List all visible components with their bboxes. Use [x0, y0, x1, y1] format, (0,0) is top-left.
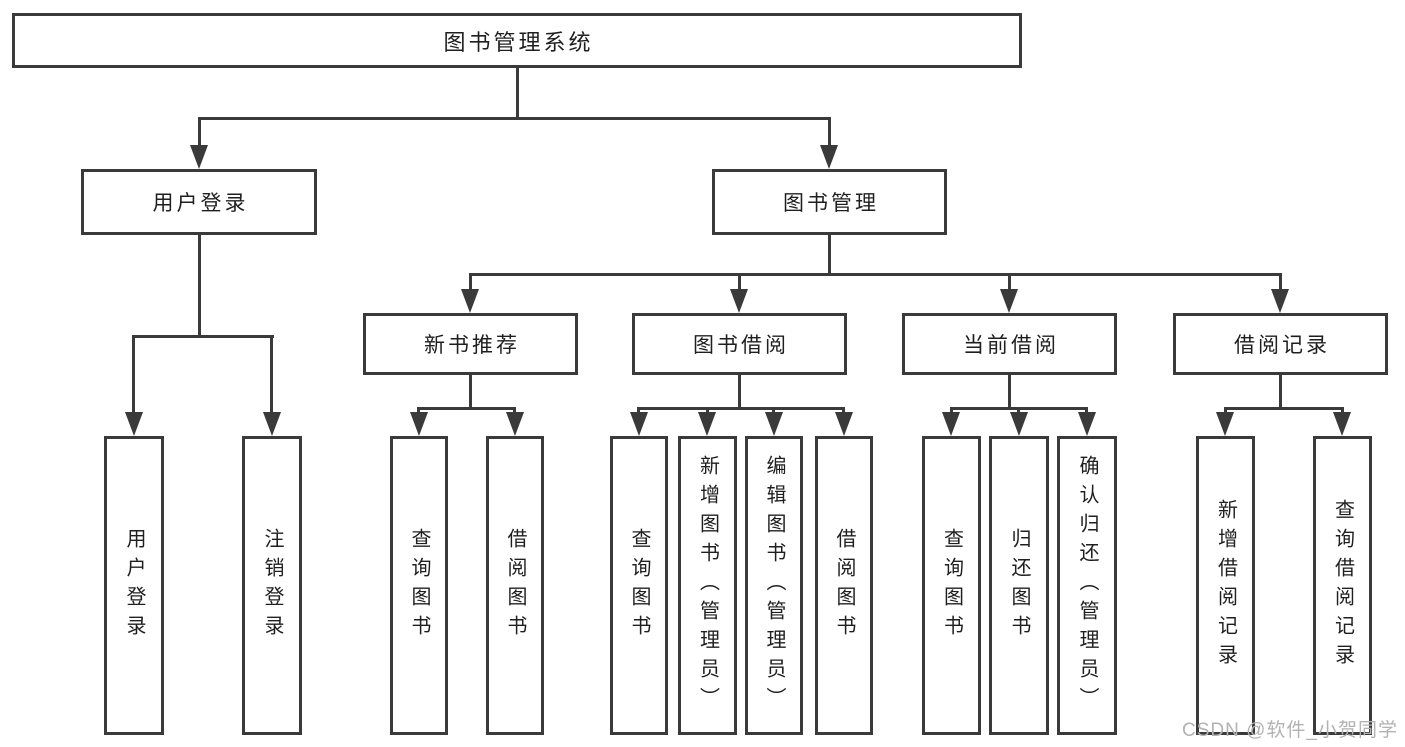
connector-leaf-stem	[637, 407, 640, 415]
node-logout: 注销登录	[242, 436, 302, 735]
connector-module-arrow-stem	[738, 273, 741, 291]
connector-recommend-group-line	[417, 407, 516, 410]
arrow-down-icon	[506, 412, 524, 436]
node-borrow-query-books: 查询图书	[610, 436, 668, 735]
connector-leaf-stem	[1017, 407, 1020, 415]
connector-records-drop	[1279, 375, 1282, 410]
arrow-down-icon	[1333, 412, 1351, 436]
node-records-add-record: 新增借阅记录	[1196, 436, 1255, 735]
connector-leaf-stem	[842, 407, 845, 415]
arrow-down-icon	[942, 412, 960, 436]
connector-module-arrow-stem	[469, 273, 472, 291]
arrow-down-icon	[461, 289, 479, 313]
node-recommend-query-books: 查询图书	[390, 436, 448, 735]
connector-level2-line	[198, 117, 831, 120]
node-library-system: 图书管理系统	[12, 13, 1022, 68]
node-records-query-record: 查询借阅记录	[1313, 436, 1372, 735]
connector-user-login-arrow-stem	[198, 117, 201, 147]
arrow-down-icon	[190, 145, 208, 169]
node-new-book-recommend: 新书推荐	[363, 313, 578, 375]
node-borrow-borrow-books: 借阅图书	[815, 436, 873, 735]
node-current-confirm-return: 确认归还（管理员）	[1057, 436, 1117, 735]
connector-login-leaf-stem	[132, 335, 135, 415]
node-user-login: 用户登录	[81, 169, 317, 235]
connector-records-group-line	[1224, 407, 1344, 410]
connector-root-drop	[516, 68, 519, 120]
node-book-borrowing: 图书借阅	[632, 313, 847, 375]
node-current-query-books: 查询图书	[922, 436, 981, 735]
arrow-down-icon	[1271, 289, 1289, 313]
connector-leaf-stem	[772, 407, 775, 415]
connector-user-login-drop	[198, 234, 201, 338]
connector-leaf-stem	[1085, 407, 1088, 415]
connector-leaf-stem	[417, 407, 420, 415]
watermark: CSDN @软件_小贺同学	[1182, 720, 1398, 741]
connector-borrowing-drop	[738, 375, 741, 410]
connector-leaf-stem	[513, 407, 516, 415]
node-recommend-borrow-books: 借阅图书	[486, 436, 544, 735]
arrow-down-icon	[125, 412, 143, 436]
node-borrow-add-books: 新增图书（管理员）	[678, 436, 737, 735]
arrow-down-icon	[765, 412, 783, 436]
connector-book-mgmt-drop	[828, 234, 831, 276]
node-borrowing-records: 借阅记录	[1173, 313, 1388, 375]
node-book-management: 图书管理	[712, 169, 947, 235]
arrow-down-icon	[263, 412, 281, 436]
connector-leaf-stem	[1224, 407, 1227, 415]
arrow-down-icon	[820, 145, 838, 169]
node-current-borrowing: 当前借阅	[902, 313, 1117, 375]
node-current-return-books: 归还图书	[989, 436, 1049, 735]
connector-module-arrow-stem	[1279, 273, 1282, 291]
node-borrow-edit-books: 编辑图书（管理员）	[745, 436, 803, 735]
arrow-down-icon	[410, 412, 428, 436]
arrow-down-icon	[630, 412, 648, 436]
arrow-down-icon	[1078, 412, 1096, 436]
connector-leaf-stem	[706, 407, 709, 415]
arrow-down-icon	[1216, 412, 1234, 436]
connector-login-group-line	[133, 335, 274, 338]
node-login: 用户登录	[104, 436, 164, 735]
connector-leaf-stem	[1341, 407, 1344, 415]
connector-logout-leaf-stem	[270, 335, 273, 415]
connector-borrowing-group-line	[637, 407, 845, 410]
arrow-down-icon	[1000, 289, 1018, 313]
connector-level3-line	[469, 273, 1282, 276]
arrow-down-icon	[698, 412, 716, 436]
connector-leaf-stem	[950, 407, 953, 415]
arrow-down-icon	[730, 289, 748, 313]
arrow-down-icon	[835, 412, 853, 436]
connector-recommend-drop	[469, 375, 472, 410]
connector-current-drop	[1008, 375, 1011, 410]
connector-book-mgmt-arrow-stem	[828, 117, 831, 147]
connector-module-arrow-stem	[1008, 273, 1011, 291]
arrow-down-icon	[1010, 412, 1028, 436]
